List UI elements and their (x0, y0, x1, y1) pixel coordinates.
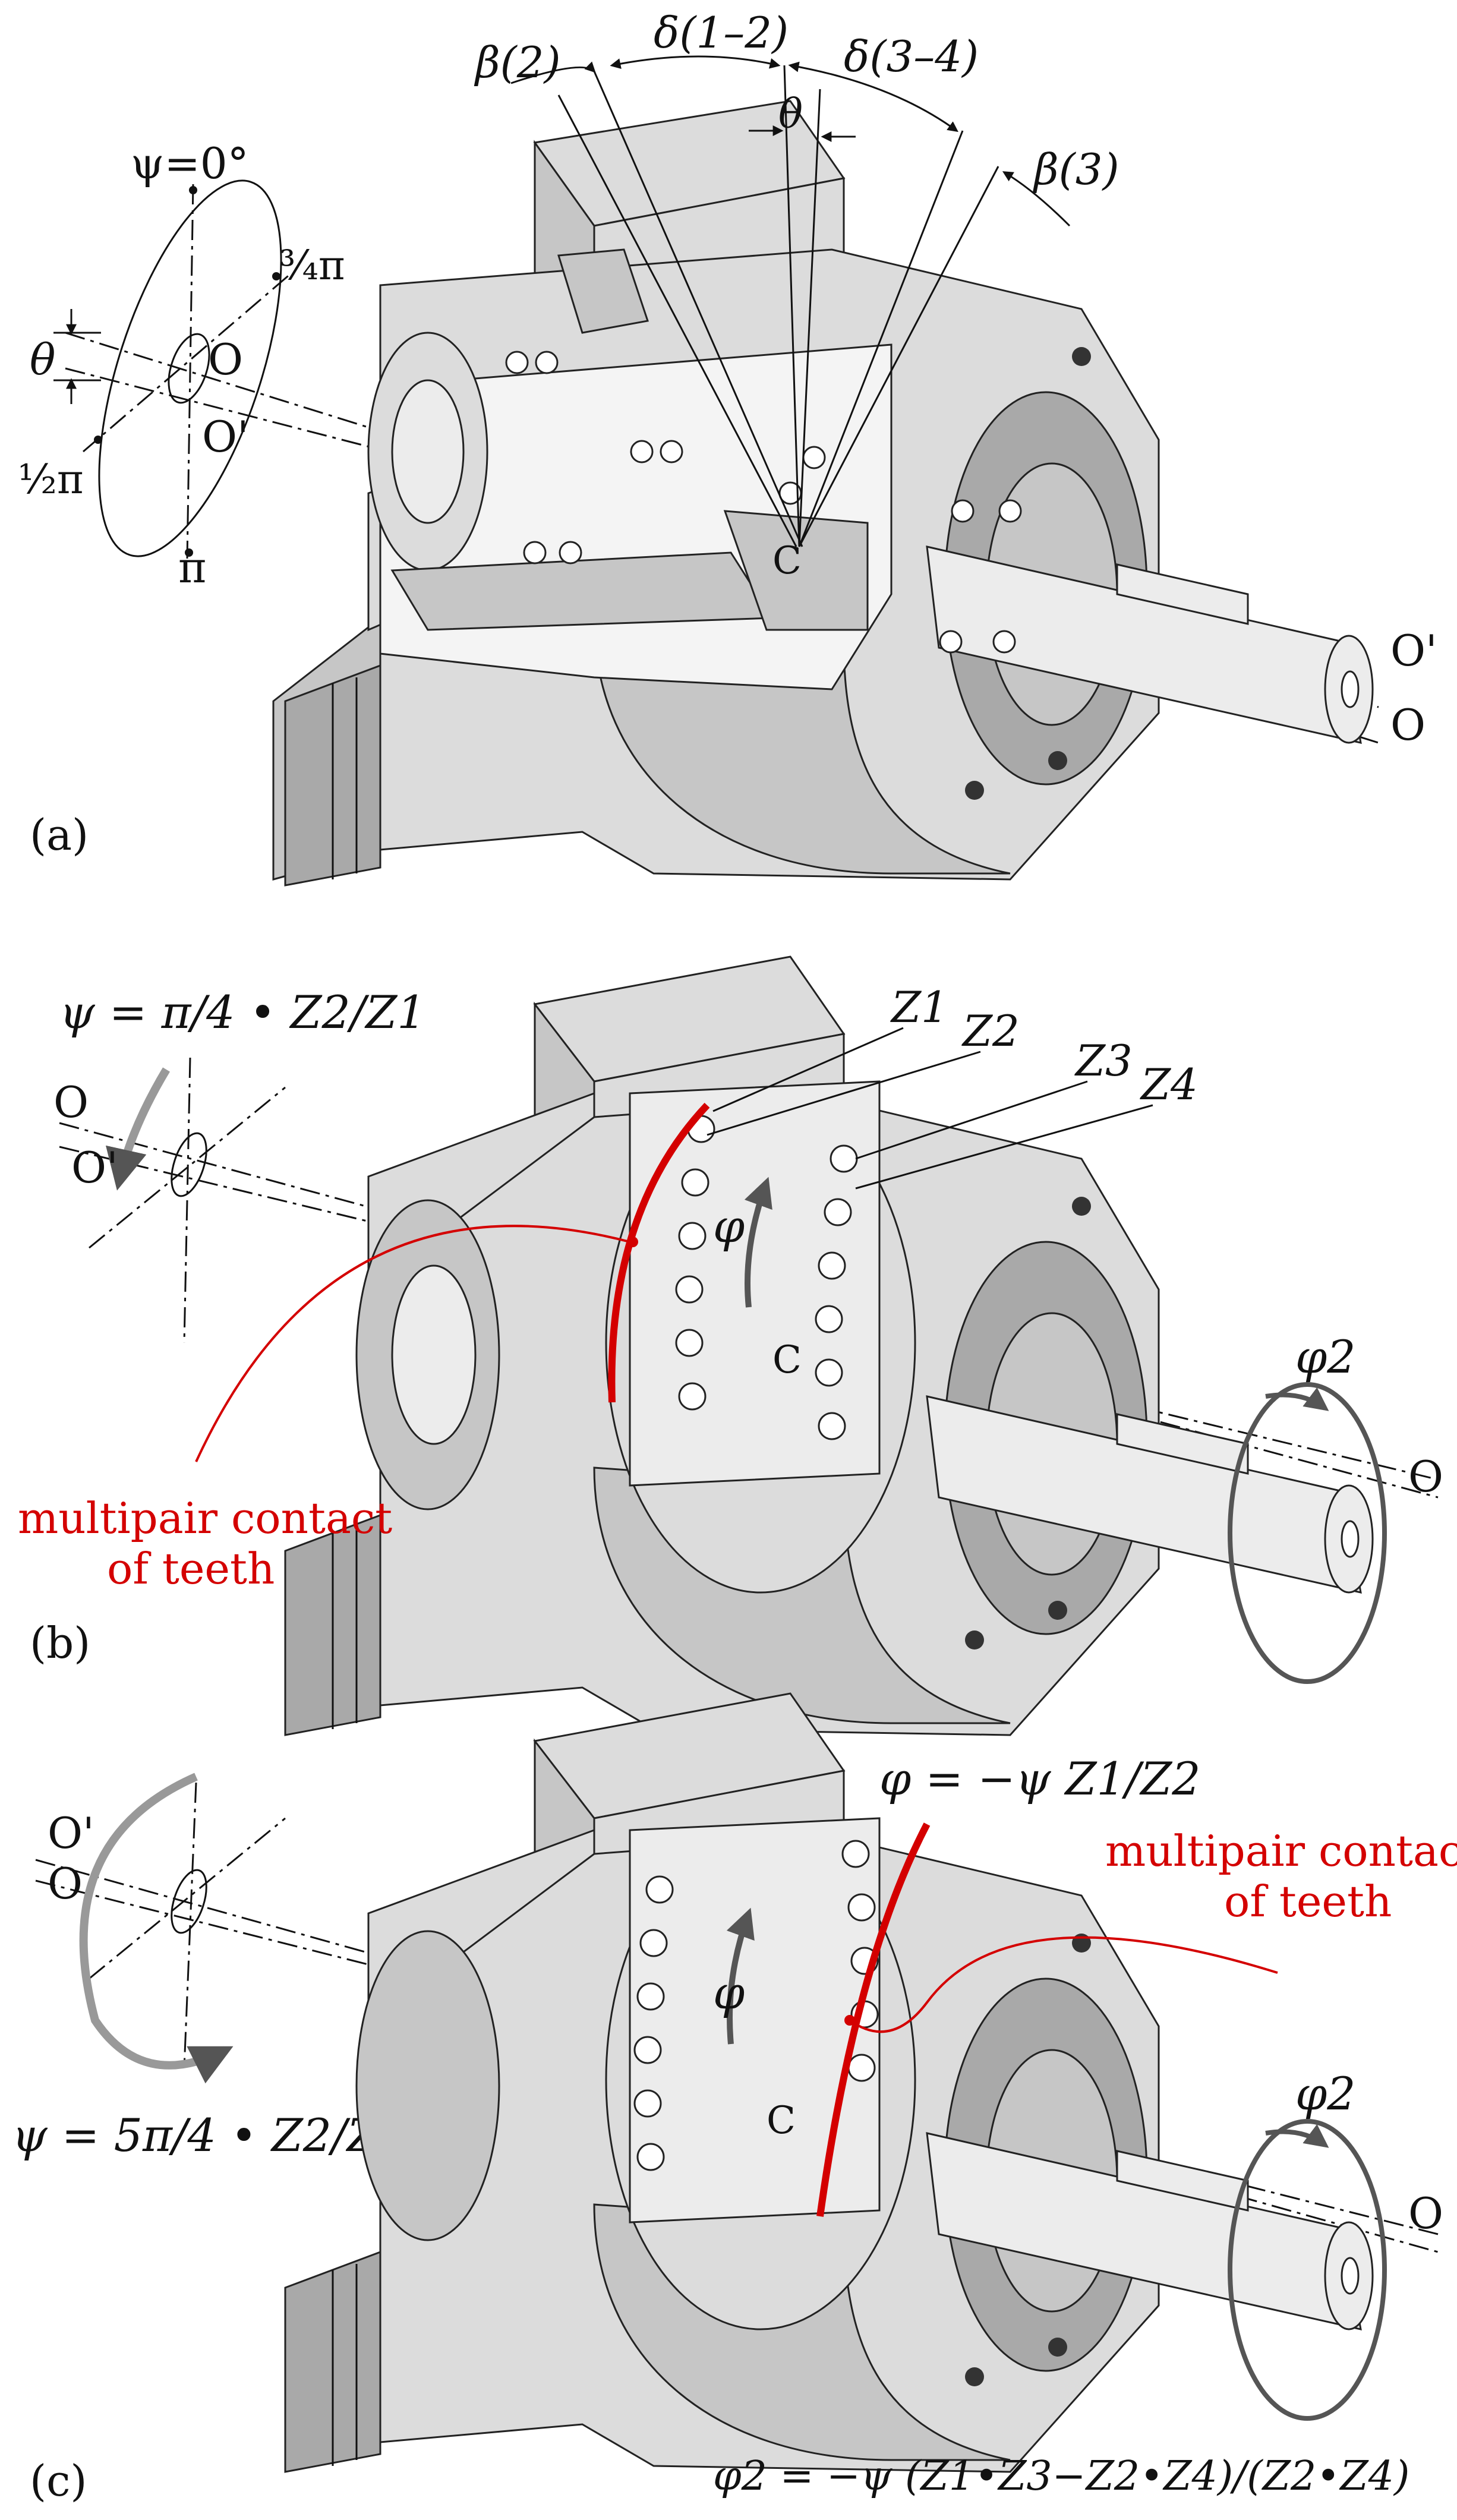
label-axis-O-prime-a: O' (1390, 626, 1437, 676)
label-phi-c: φ (713, 1966, 745, 2019)
label-multipair-contact-c-line1: multipair contact (1105, 1826, 1457, 1876)
panel-c-label: (c) (30, 2456, 87, 2506)
formula-psi-b: ψ = π/4 • Z2/Z1 (59, 986, 426, 1039)
label-axis-O-b: O (1408, 1452, 1443, 1502)
label-Z1: Z1 (890, 982, 948, 1032)
label-Z3: Z3 (1074, 1036, 1133, 1086)
label-phi2-b: φ2 (1295, 1330, 1356, 1383)
label-phi2-c: φ2 (1295, 2067, 1356, 2120)
label-multipair-contact-b-line1: multipair contact (18, 1493, 392, 1543)
panel-a-label: (a) (30, 810, 89, 860)
panel-a: ψ=0° ¾π ½π π θ O O' (18, 8, 1437, 887)
label-delta12: δ(1–2) (654, 8, 789, 58)
panel-b-leader-lines (195, 1027, 1153, 1462)
panel-a-gearbox-section (272, 100, 1374, 887)
label-three-quarter-pi: ¾π (279, 242, 345, 289)
label-axis-O-c: O (1408, 2188, 1443, 2238)
panel-b-gearbox-section (284, 955, 1387, 1736)
label-beta3: β(3) (1032, 144, 1119, 194)
formula-phi-c: φ = −ψ Z1/Z2 (879, 1752, 1201, 1805)
panel-c: O' O ψ = 5π/4 • Z2/Z1 (12, 1692, 1457, 2506)
panel-b-label: (b) (30, 1618, 90, 1668)
label-O-prime-b: O' (71, 1143, 118, 1193)
formula-psi-c: ψ = 5π/4 • Z2/Z1 (12, 2109, 407, 2162)
label-half-pi: ½π (18, 456, 84, 503)
label-psi-zero: ψ=0° (131, 138, 249, 188)
panel-a-angle-lines (510, 55, 1071, 547)
label-C-a: C (772, 539, 802, 583)
label-multipair-contact-b-line2: of teeth (107, 1544, 275, 1594)
label-O: O (208, 335, 243, 384)
label-delta34: δ(3–4) (844, 31, 979, 81)
label-phi-b: φ (713, 1200, 745, 1253)
label-axis-O-a: O (1390, 700, 1426, 750)
label-theta-left: θ (30, 335, 55, 384)
label-Z2: Z2 (961, 1006, 1020, 1056)
panel-b: ψ = π/4 • Z2/Z1 O O' (18, 955, 1443, 1736)
panel-c-gearbox-section (284, 1692, 1387, 2473)
label-beta2: β(2) (474, 37, 561, 87)
label-C-b: C (772, 1338, 802, 1382)
label-O-c: O (48, 1859, 83, 1909)
label-O-prime-c: O' (48, 1808, 94, 1858)
formula-phi2-c: φ2 = −ψ (Z1•Z3−Z2•Z4)/(Z2•Z4) (713, 2453, 1409, 2500)
label-O-b: O (53, 1077, 89, 1127)
label-C-c: C (767, 2099, 796, 2143)
label-theta-top: θ (778, 91, 803, 138)
label-multipair-contact-c-line2: of teeth (1224, 1876, 1392, 1926)
label-Z4: Z4 (1140, 1059, 1198, 1109)
label-pi: π (178, 543, 206, 592)
label-O-prime: O' (202, 412, 249, 462)
